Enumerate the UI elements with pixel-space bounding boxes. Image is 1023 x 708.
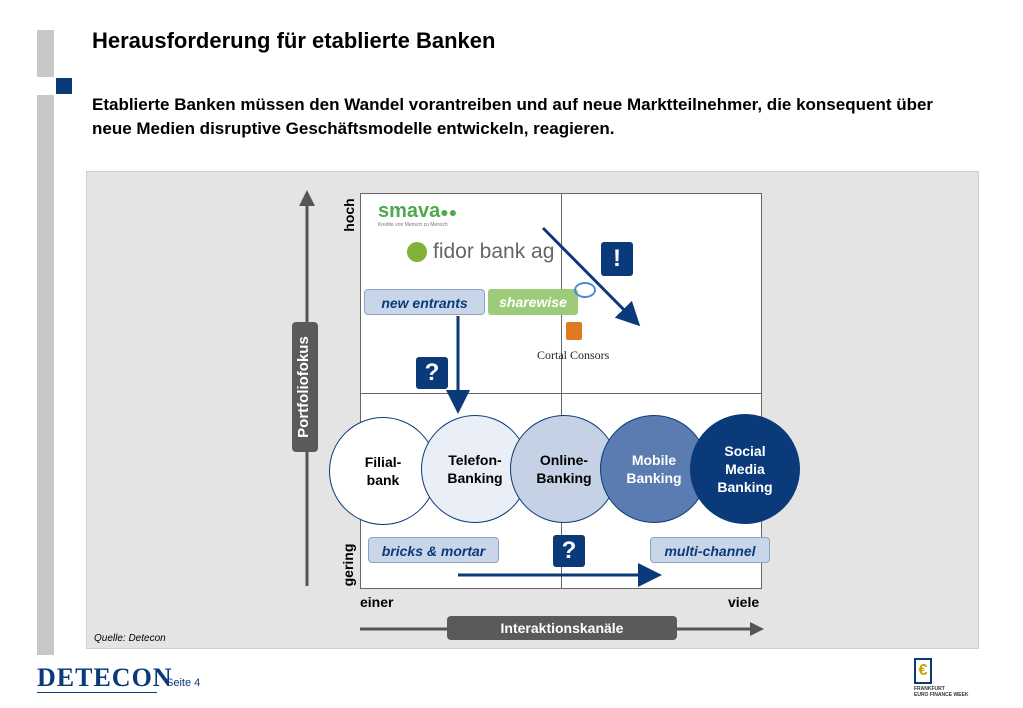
detecon-underline	[37, 692, 157, 693]
circle-online-line2: Banking	[536, 470, 592, 486]
exclamation-badge: !	[601, 242, 633, 276]
sharewise-logo: sharewise	[488, 289, 578, 315]
cortal-consors-icon	[566, 322, 582, 340]
smava-tagline: Kredite von Mensch zu Mensch	[378, 222, 448, 228]
sharewise-bubble-icon	[574, 282, 596, 298]
euro-finance-week-icon: €	[914, 658, 932, 684]
question-badge-top: ?	[416, 357, 448, 389]
circle-social-line1: Social	[724, 443, 766, 459]
fidor-logo-icon	[407, 242, 427, 262]
multi-channel-label: multi-channel	[650, 537, 770, 563]
euro-finance-week-logo: FRANKFURT EURO FINANCE WEEK	[914, 686, 968, 698]
euro-finance-week-line2: EURO FINANCE WEEK	[914, 692, 969, 698]
left-decor-bar-top	[37, 30, 54, 77]
circle-filialbank-line2: bank	[366, 472, 400, 488]
left-decor-bar	[37, 95, 54, 655]
quadrant-horizontal-divider	[360, 393, 762, 394]
sharewise-logo-text: sharewise	[499, 294, 567, 310]
smava-logo-text: smava	[378, 200, 441, 222]
quadrant-vertical-divider	[561, 193, 562, 589]
fidor-logo-text: fidor bank ag	[433, 240, 555, 263]
detecon-logo: DETECON	[37, 663, 173, 692]
bricks-mortar-label: bricks & mortar	[368, 537, 499, 563]
disruption-arrow	[541, 226, 641, 327]
circle-telefon-line2: Banking	[447, 470, 503, 486]
smava-logo: smava●● Kredite von Mensch zu Mensch	[378, 201, 457, 228]
page-title: Herausforderung für etablierte Banken	[92, 28, 496, 53]
page-subtitle: Etablierte Banken müssen den Wandel vora…	[92, 95, 934, 138]
fidor-logo: fidor bank ag	[407, 240, 554, 264]
circle-social-line3: Banking	[717, 479, 773, 495]
x-axis-low-label: einer	[360, 594, 394, 610]
new-entrants-label: new entrants	[364, 289, 485, 315]
circle-filialbank-line1: Filial-	[364, 454, 402, 470]
circle-social-line2: Media	[725, 461, 765, 477]
source-note: Quelle: Detecon	[94, 633, 166, 644]
circle-telefon-line1: Telefon-	[448, 452, 502, 468]
page-number: Seite 4	[166, 677, 201, 689]
euro-finance-week-line1: FRANKFURT	[914, 686, 945, 692]
circle-filialbank: Filial-bank	[329, 417, 437, 525]
x-axis-arrow-head	[750, 622, 764, 636]
circle-mobile-line1: Mobile	[631, 452, 677, 468]
y-axis-label-box	[292, 322, 318, 452]
circle-online-line1: Online-	[539, 452, 589, 468]
x-axis-high-label: viele	[728, 594, 760, 610]
x-axis-label: Interaktionskanäle	[447, 616, 677, 640]
cortal-consors-logo: Cortal Consors	[537, 348, 610, 362]
circle-mobile-line2: Banking	[626, 470, 682, 486]
smava-people-icon: ●●	[440, 204, 458, 220]
left-decor-square	[56, 78, 72, 94]
question-badge-bottom: ?	[553, 535, 585, 567]
